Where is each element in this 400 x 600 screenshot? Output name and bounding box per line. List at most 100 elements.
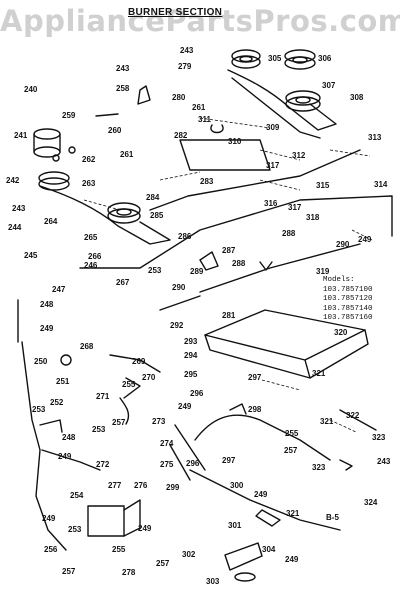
part-label: 304 xyxy=(262,545,276,554)
part-label: 274 xyxy=(160,439,174,448)
part-label: 314 xyxy=(374,180,388,189)
part-label: 322 xyxy=(346,411,360,420)
part-label: 261 xyxy=(192,103,206,112)
part-label: 277 xyxy=(108,481,122,490)
deflector-317 xyxy=(179,139,271,171)
part-label: 294 xyxy=(184,351,198,360)
part-label: 252 xyxy=(50,398,64,407)
part-label: 256 xyxy=(44,545,58,554)
part-label: 249 xyxy=(358,235,372,244)
part-label: 316 xyxy=(264,199,278,208)
part-label: 317 xyxy=(266,161,280,170)
part-label: 324 xyxy=(364,498,378,507)
part-label: 315 xyxy=(316,181,330,190)
part-label: 323 xyxy=(372,433,386,442)
part-label: 263 xyxy=(82,179,96,188)
part-label: 290 xyxy=(336,240,350,249)
part-label: 279 xyxy=(178,62,192,71)
part-label: 319 xyxy=(316,267,330,276)
part-label: 287 xyxy=(222,246,236,255)
watermark: AppliancePartsPros.com xyxy=(0,4,400,38)
part-label: 323 xyxy=(312,463,326,472)
part-label: 292 xyxy=(170,321,184,330)
part-label: 243 xyxy=(377,457,391,466)
part-label: 243 xyxy=(180,46,194,55)
part-label: 298 xyxy=(248,405,262,414)
part-label: 300 xyxy=(230,481,244,490)
part-label: 245 xyxy=(24,251,38,260)
part-label: 255 xyxy=(285,429,299,438)
part-label: 248 xyxy=(40,300,54,309)
burner-head-241 xyxy=(33,128,61,158)
part-label: 307 xyxy=(322,81,336,90)
part-label: 286 xyxy=(178,232,192,241)
part-label: 249 xyxy=(58,452,72,461)
part-label: 253 xyxy=(148,266,162,275)
part-label: 288 xyxy=(232,259,246,268)
part-label: 258 xyxy=(116,84,130,93)
wire-323 xyxy=(339,409,377,431)
spark-electrode-259 xyxy=(95,113,119,117)
part-label: 249 xyxy=(285,555,299,564)
part-label: 249 xyxy=(254,490,268,499)
part-label: 311 xyxy=(198,115,211,124)
part-label: 302 xyxy=(182,550,196,559)
part-label: 257 xyxy=(62,567,76,576)
burner-head-front xyxy=(107,202,141,224)
part-label: 301 xyxy=(228,521,242,530)
part-label: 249 xyxy=(138,524,152,533)
part-label: 320 xyxy=(334,328,348,337)
diagram-title: BURNER SECTION xyxy=(128,7,223,18)
part-label: 243 xyxy=(116,64,130,73)
part-label: 284 xyxy=(146,193,160,202)
part-label: 255 xyxy=(112,545,126,554)
part-label: 253 xyxy=(68,525,82,534)
part-label: 289 xyxy=(190,267,204,276)
part-label: 321 xyxy=(286,509,300,518)
part-label: 246 xyxy=(84,261,98,270)
part-label: 243 xyxy=(12,204,26,213)
part-label: 280 xyxy=(172,93,186,102)
pipe-272 xyxy=(41,449,101,471)
part-label: 297 xyxy=(248,373,262,382)
part-label: 244 xyxy=(8,223,22,232)
part-label: 269 xyxy=(132,357,146,366)
part-label: 250 xyxy=(34,357,48,366)
part-label: 283 xyxy=(200,177,214,186)
part-label: 259 xyxy=(62,111,76,120)
orifice-311 xyxy=(210,124,224,134)
part-label: 265 xyxy=(84,233,98,242)
part-label: 254 xyxy=(70,491,84,500)
leader-lines xyxy=(83,117,373,433)
part-label: 264 xyxy=(44,217,58,226)
part-label: 255 xyxy=(122,380,136,389)
models-heading: Models: xyxy=(323,276,355,284)
part-label: 276 xyxy=(134,481,148,490)
part-label: 317 xyxy=(288,203,302,212)
model-number: 103.7857160 xyxy=(323,314,373,322)
part-label: 321 xyxy=(312,369,326,378)
part-label: 241 xyxy=(14,131,28,140)
part-label: 295 xyxy=(184,370,198,379)
part-label: 251 xyxy=(56,377,70,386)
part-label: 296 xyxy=(190,389,204,398)
part-label: 306 xyxy=(318,54,332,63)
part-label: 288 xyxy=(282,229,296,238)
part-label: 268 xyxy=(80,342,94,351)
part-label: 281 xyxy=(222,311,236,320)
part-label: 308 xyxy=(350,93,364,102)
bracket-321 xyxy=(255,509,281,527)
burner-tube-left xyxy=(39,185,171,245)
part-label: 296 xyxy=(186,459,200,468)
safety-valve-277 xyxy=(87,505,125,537)
part-label: 248 xyxy=(62,433,76,442)
part-label: 261 xyxy=(120,150,134,159)
part-label: 257 xyxy=(284,446,298,455)
part-label: 305 xyxy=(268,54,282,63)
model-list: Models: 103.7857100 103.7857120 103.7857… xyxy=(323,276,373,324)
part-label: 270 xyxy=(142,373,156,382)
part-label: 257 xyxy=(156,559,170,568)
part-label: 271 xyxy=(96,392,110,401)
part-label: 262 xyxy=(82,155,96,164)
